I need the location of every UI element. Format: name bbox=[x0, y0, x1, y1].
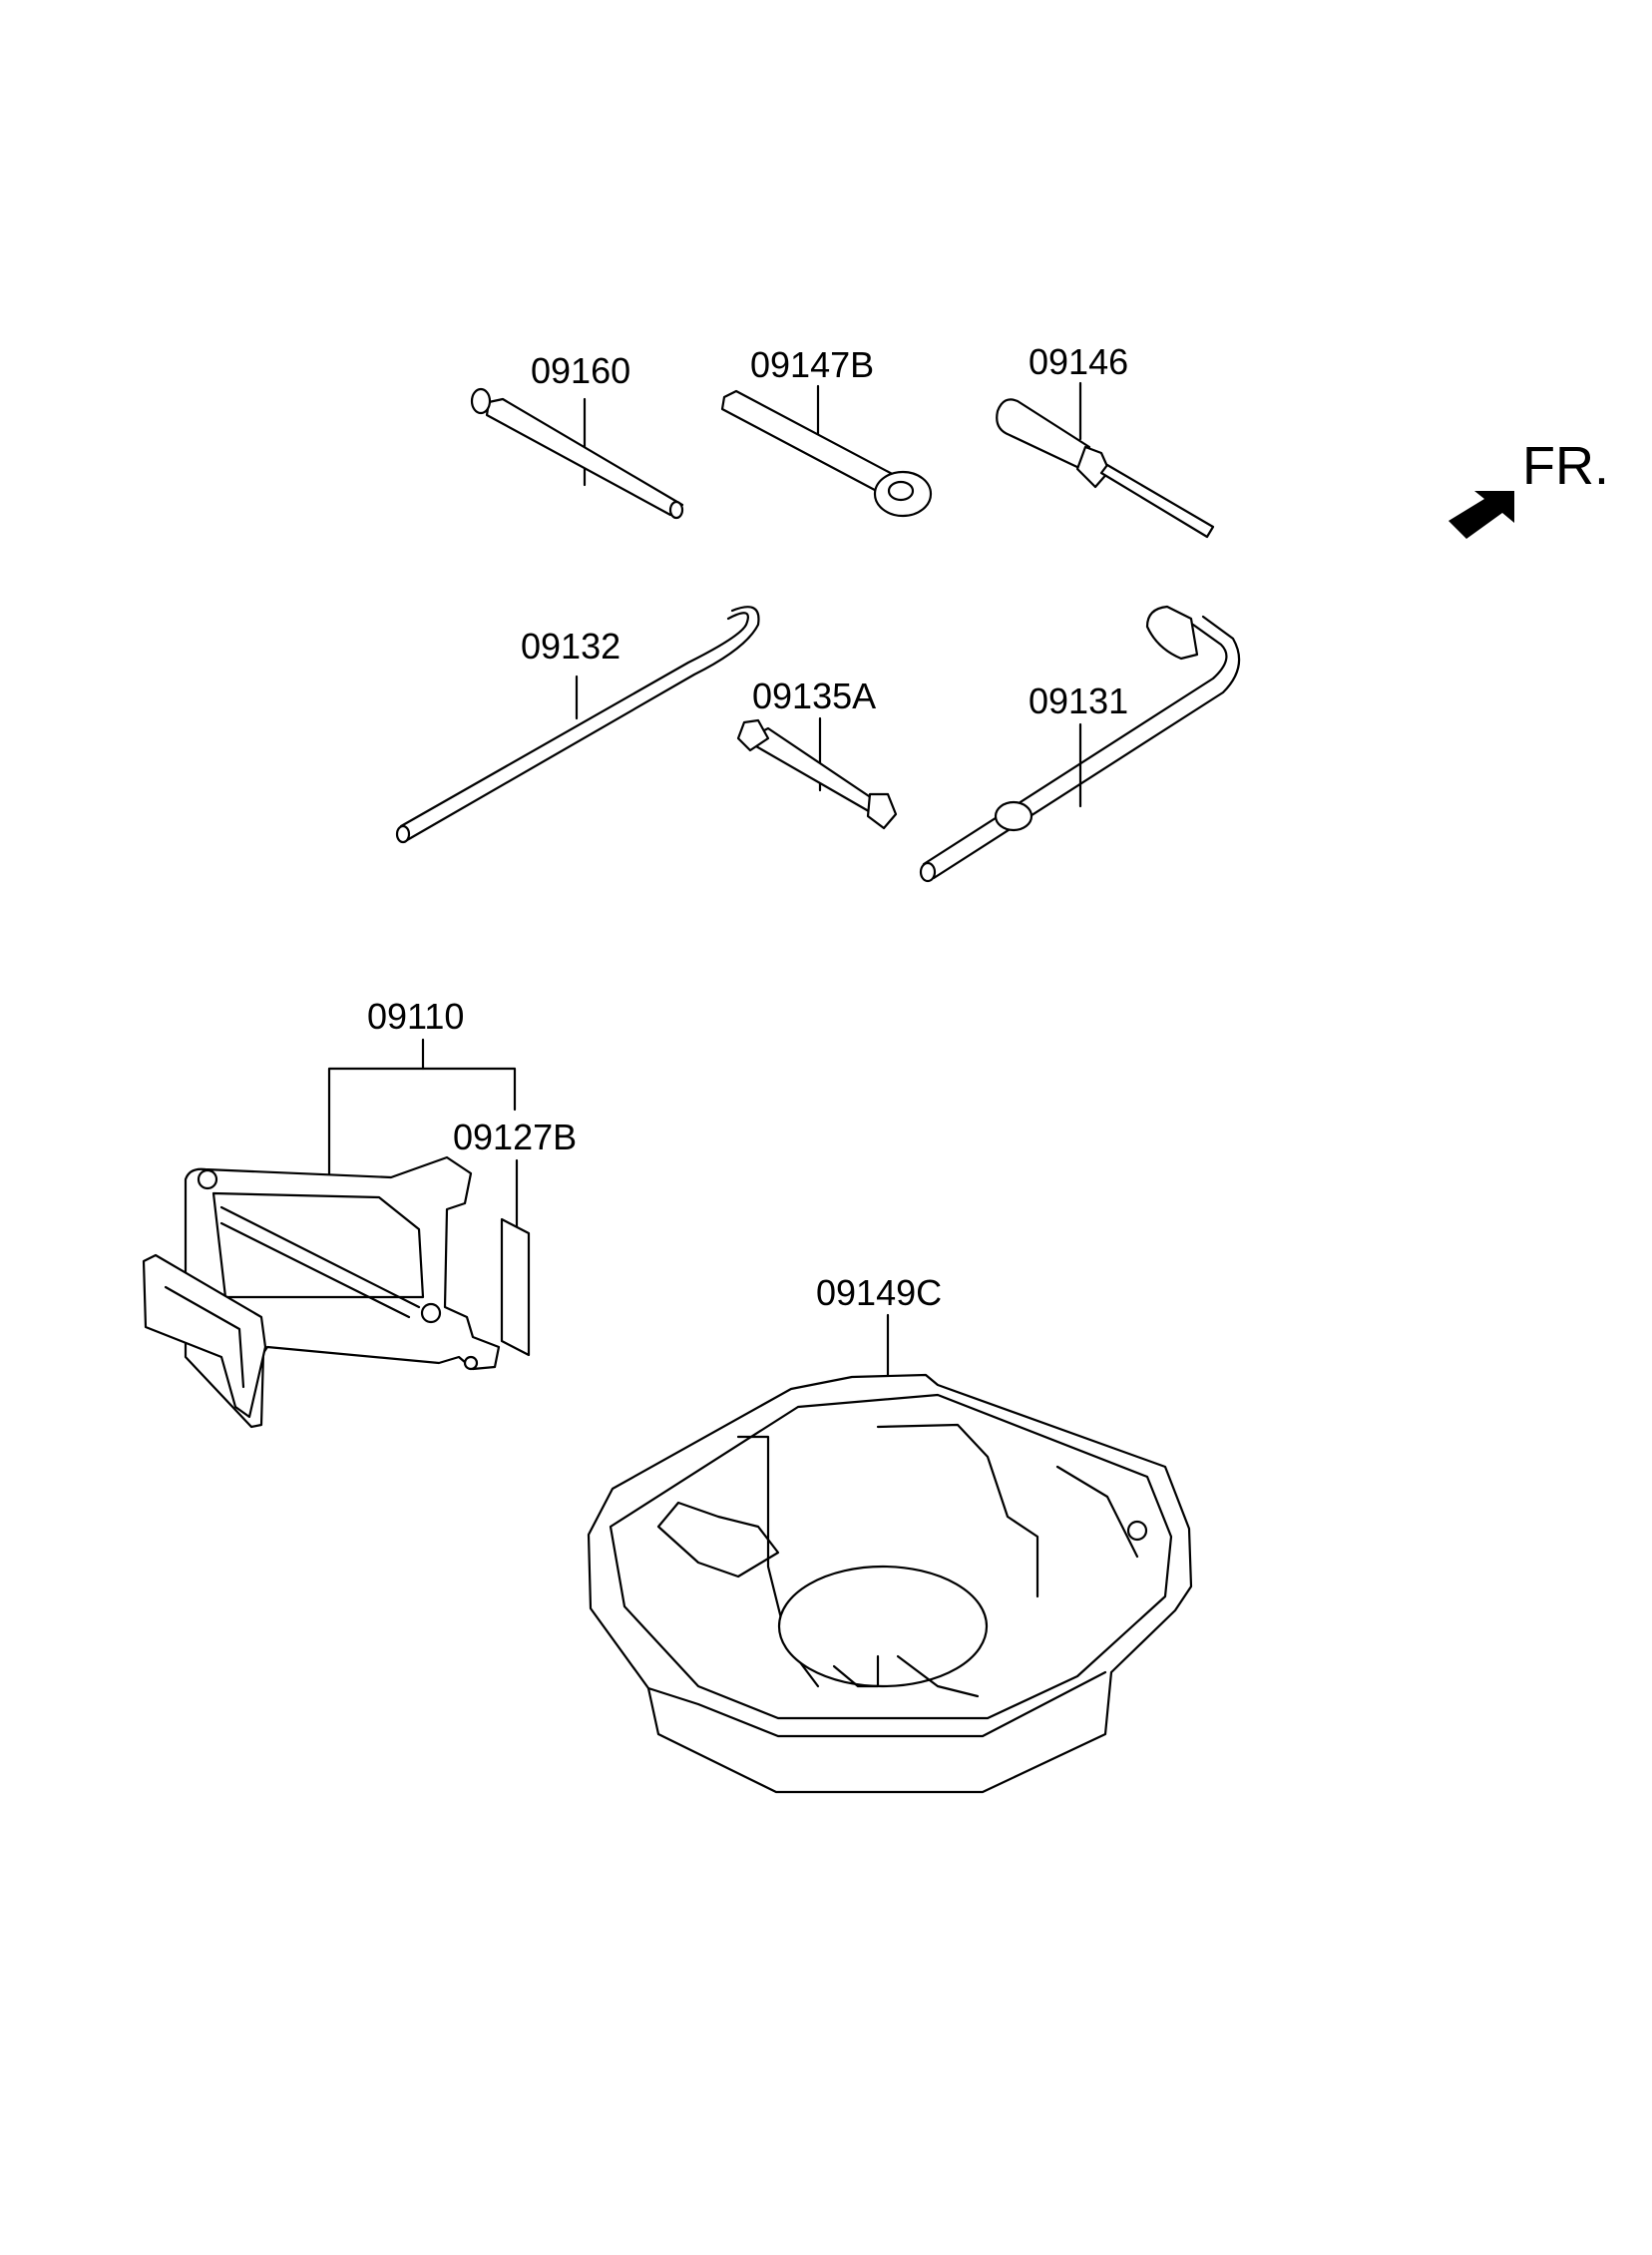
bar-end bbox=[395, 824, 411, 844]
lug-shaft-top bbox=[922, 623, 1228, 866]
hook-bar-bottom bbox=[405, 606, 760, 842]
wrench-shaft bbox=[720, 389, 900, 499]
front-arrow-icon bbox=[1448, 491, 1514, 539]
jack-drawing bbox=[142, 1155, 501, 1429]
part-label-09135A: 09135A bbox=[752, 676, 876, 716]
part-label-09147B: 09147B bbox=[750, 344, 874, 385]
hook-bar-top bbox=[399, 612, 749, 828]
front-label: FR. bbox=[1522, 436, 1609, 496]
lug-joint bbox=[994, 800, 1033, 832]
part-label-09149C: 09149C bbox=[816, 1272, 942, 1313]
part-label-09160: 09160 bbox=[531, 350, 630, 391]
wrench-body bbox=[754, 726, 880, 816]
part-label-09146: 09146 bbox=[1029, 341, 1128, 382]
part-09135A[interactable]: 09135A bbox=[736, 676, 898, 830]
rod-tip bbox=[668, 500, 684, 520]
bracket-line bbox=[327, 1067, 517, 1181]
lug-end bbox=[919, 861, 937, 883]
part-09131[interactable]: 09131 bbox=[919, 605, 1241, 883]
part-09132[interactable]: 09132 bbox=[395, 606, 760, 844]
screwdriver-handle bbox=[996, 398, 1091, 471]
rod-end bbox=[470, 387, 492, 415]
tray-drawing bbox=[587, 1373, 1193, 1794]
screwdriver-blade bbox=[1099, 463, 1215, 539]
wrench-ring-hole bbox=[887, 480, 915, 502]
lug-socket bbox=[1145, 605, 1199, 661]
part-label-09127B: 09127B bbox=[453, 1117, 577, 1157]
part-09160[interactable]: 09160 bbox=[470, 350, 684, 520]
part-label-09132: 09132 bbox=[521, 626, 620, 667]
front-direction-indicator: FR. bbox=[1448, 436, 1609, 539]
lug-shaft-bottom bbox=[932, 615, 1241, 880]
part-09146[interactable]: 09146 bbox=[996, 341, 1215, 539]
wrench-jaw-left bbox=[736, 718, 770, 752]
label-sticker bbox=[500, 1217, 531, 1357]
part-09149C[interactable]: 09149C bbox=[587, 1272, 1193, 1794]
part-label-09110: 09110 bbox=[367, 996, 464, 1037]
part-09147B[interactable]: 09147B bbox=[720, 344, 933, 518]
wrench-jaw-right bbox=[866, 792, 898, 830]
part-09127B[interactable]: 09127B bbox=[453, 1117, 577, 1357]
part-label-09131: 09131 bbox=[1029, 680, 1128, 721]
screwdriver-ferrule bbox=[1075, 445, 1111, 489]
part-09110[interactable]: 09110 bbox=[142, 996, 517, 1429]
